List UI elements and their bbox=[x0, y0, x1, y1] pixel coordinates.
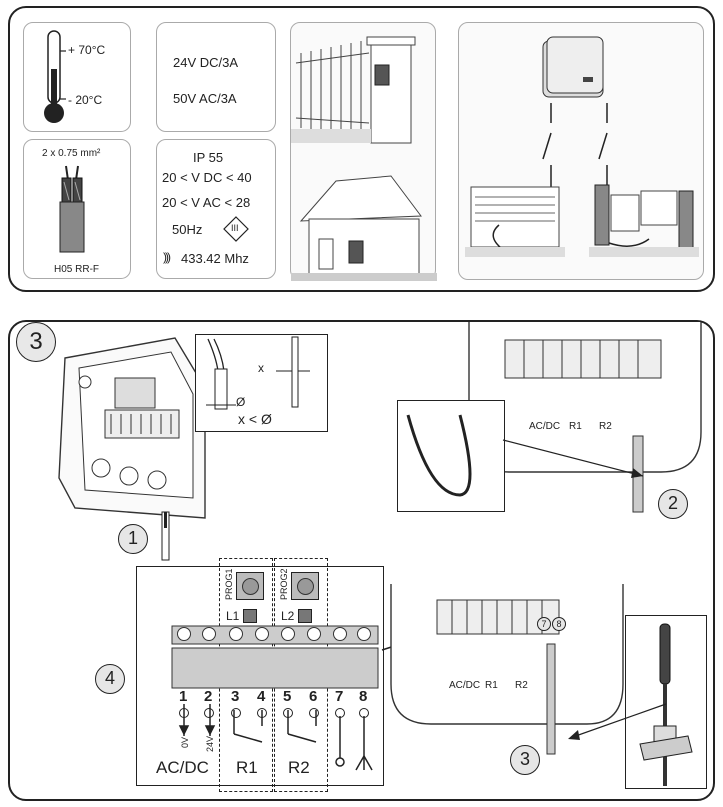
cable-type-label: H05 RR-F bbox=[54, 264, 100, 275]
temp-max-label: + 70°C bbox=[68, 43, 106, 57]
group-r1-label: R1 bbox=[236, 758, 258, 777]
prog1-label: PROG1 bbox=[224, 568, 234, 600]
receiver-box-illustration bbox=[542, 36, 604, 98]
wire-rule-label: x < Ø bbox=[238, 411, 272, 427]
stripped-wire-icon bbox=[206, 338, 236, 410]
antenna-icon bbox=[639, 623, 693, 786]
relay-contacts-lines bbox=[178, 704, 373, 771]
controlled-devices-card bbox=[458, 22, 704, 280]
swing-gate-illustration bbox=[589, 184, 699, 257]
terminal-screw-2 bbox=[202, 627, 216, 641]
radio-wave-icon: ))) bbox=[163, 250, 171, 264]
cable-card: 2 x 0.75 mm² H05 RR-F bbox=[23, 139, 131, 279]
terminal-screw-6 bbox=[307, 627, 321, 641]
radio-frequency-label: 433.42 Mhz bbox=[181, 251, 249, 266]
class-iii-icon bbox=[223, 216, 249, 242]
installation-location-card bbox=[290, 22, 437, 281]
terminal-number-1: 1 bbox=[179, 688, 188, 705]
vdc-range-label: 20 < V DC < 40 bbox=[162, 170, 252, 185]
upper-group-r1: R1 bbox=[569, 421, 582, 432]
gate-pillar-illustration bbox=[291, 36, 416, 144]
pointer-arrow-upper bbox=[502, 439, 644, 478]
relay-switch-lines bbox=[542, 103, 608, 187]
terminal-7-marker: 7 bbox=[537, 617, 551, 631]
power-rating-card: 24V DC/3A 50V AC/3A bbox=[156, 22, 276, 132]
terminal-screws-row bbox=[171, 625, 379, 689]
terminal-screw-3 bbox=[229, 627, 243, 641]
lower-group-r1: R1 bbox=[485, 680, 498, 691]
terminal-number-6: 6 bbox=[309, 688, 318, 705]
prog1-button[interactable] bbox=[236, 572, 264, 600]
upper-group-acdc: AC/DC bbox=[529, 421, 561, 432]
diameter-symbol: Ø bbox=[236, 395, 246, 409]
terminal-contact-6 bbox=[309, 708, 319, 718]
step-3-badge: 3 bbox=[510, 745, 540, 775]
terminal-screw-8 bbox=[357, 627, 371, 641]
terminal-screw-7 bbox=[333, 627, 347, 641]
terminal-contact-3 bbox=[231, 708, 241, 718]
terminal-number-2: 2 bbox=[204, 688, 213, 705]
section-badge: 3 bbox=[16, 322, 56, 362]
upper-group-r2: R2 bbox=[599, 421, 612, 432]
thermometer-icon bbox=[44, 30, 66, 123]
house-illustration bbox=[291, 175, 437, 281]
cable-section-label: 2 x 0.75 mm² bbox=[42, 148, 101, 159]
electrical-spec-card: IP 55 20 < V DC < 40 20 < V AC < 28 50Hz… bbox=[156, 139, 276, 279]
group-acdc-label: AC/DC bbox=[156, 758, 209, 777]
x-symbol: x bbox=[258, 361, 264, 375]
step-2-badge: 2 bbox=[658, 489, 688, 519]
wire-gauge-inset: Ø x x < Ø bbox=[195, 334, 328, 432]
looped-cable-icon bbox=[406, 414, 472, 497]
garage-door-illustration bbox=[465, 186, 565, 257]
led1-label: L1 bbox=[226, 609, 240, 623]
ip-rating-label: IP 55 bbox=[193, 150, 224, 165]
step-4-badge: 4 bbox=[95, 664, 125, 694]
cable-icon bbox=[59, 165, 85, 253]
lower-group-acdc: AC/DC bbox=[449, 680, 481, 691]
open-enclosure-illustration bbox=[58, 337, 206, 519]
class-iii-label: III bbox=[231, 223, 239, 233]
led2-indicator bbox=[298, 609, 312, 623]
terminal-number-5: 5 bbox=[283, 688, 292, 705]
temp-min-label: - 20°C bbox=[68, 93, 103, 107]
screwdriver-tip-icon bbox=[276, 336, 310, 408]
cable-loop-inset bbox=[397, 400, 505, 512]
terminal-number-8: 8 bbox=[359, 688, 368, 705]
step-1-badge: 1 bbox=[118, 524, 148, 554]
lower-group-r2: R2 bbox=[515, 680, 528, 691]
antenna-inset bbox=[625, 615, 707, 789]
pointer-arrow-lower bbox=[568, 703, 667, 740]
frequency-label: 50Hz bbox=[172, 222, 203, 237]
terminal-number-4: 4 bbox=[257, 688, 266, 705]
temperature-card: + 70°C - 20°C bbox=[23, 22, 131, 132]
led2-label: L2 bbox=[281, 609, 295, 623]
terminal-8-marker: 8 bbox=[552, 617, 566, 631]
group-r2-label: R2 bbox=[288, 758, 310, 777]
vac-range-label: 20 < V AC < 28 bbox=[162, 195, 251, 210]
receiver-terminals-illustration-upper bbox=[468, 322, 702, 513]
screwdriver-icon bbox=[161, 511, 170, 561]
led1-indicator bbox=[243, 609, 257, 623]
power-dc-label: 24V DC/3A bbox=[173, 55, 239, 70]
prog2-button[interactable] bbox=[291, 572, 319, 600]
power-ac-label: 50V AC/3A bbox=[173, 91, 237, 106]
terminal-screw-4 bbox=[255, 627, 269, 641]
terminal-contact-2 bbox=[204, 708, 214, 718]
terminal-screw-5 bbox=[281, 627, 295, 641]
receiver-terminals-illustration-lower bbox=[390, 584, 624, 755]
terminal-screw-1 bbox=[177, 627, 191, 641]
terminal-number-3: 3 bbox=[231, 688, 240, 705]
prog2-label: PROG2 bbox=[279, 568, 289, 600]
terminal-number-7: 7 bbox=[335, 688, 344, 705]
